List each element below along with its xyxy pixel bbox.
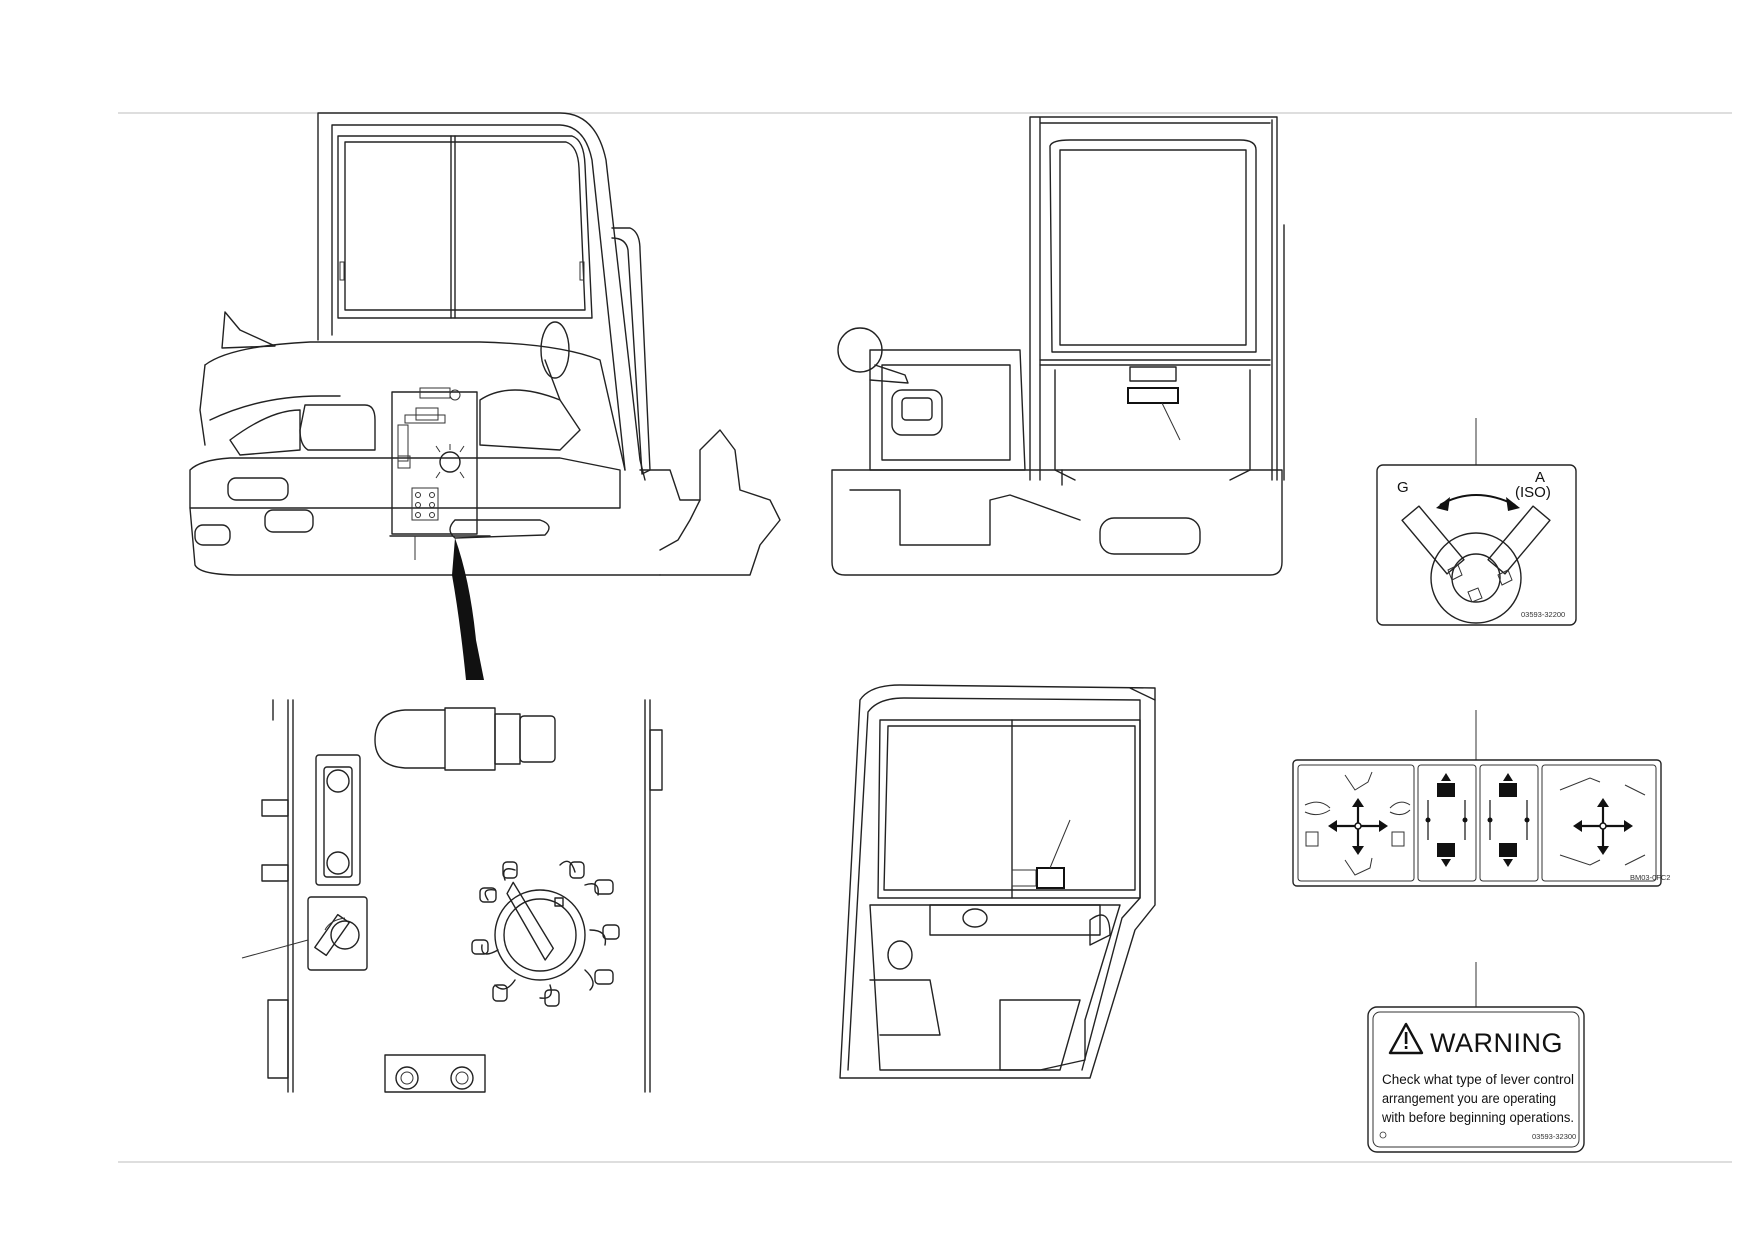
pattern-change-valve <box>471 860 620 1007</box>
warning-part-number: 03593-32300 <box>1532 1132 1576 1141</box>
cab-rear-view <box>831 116 1285 576</box>
decal-part-number: 03593-32200 <box>1521 610 1565 619</box>
label-a: A <box>1535 469 1545 486</box>
control-pattern-decal: BM03-0FC2 <box>1292 710 1670 887</box>
decal-part-number: BM03-0FC2 <box>1630 873 1670 882</box>
cab-side-view <box>189 112 781 680</box>
lever-pattern-decal: G A (ISO) 03593-32200 <box>1376 418 1577 626</box>
warning-title: WARNING <box>1430 1028 1563 1058</box>
warning-icon <box>1388 1022 1424 1055</box>
page-frame <box>118 112 1732 1163</box>
warning-text-line-1: Check what type of lever control <box>1382 1072 1574 1087</box>
lever-pattern-decal-small <box>307 896 368 971</box>
warning-text-line-2: arrangement you are operating <box>1382 1091 1556 1106</box>
label-iso: (ISO) <box>1515 484 1551 501</box>
control-panel-detail <box>241 699 663 1093</box>
cab-window-view <box>839 684 1156 1079</box>
warning-text-line-3: with before beginning operations. <box>1381 1110 1574 1125</box>
label-g: G <box>1397 479 1409 496</box>
warning-decal: WARNING Check what type of lever control… <box>1367 962 1585 1153</box>
